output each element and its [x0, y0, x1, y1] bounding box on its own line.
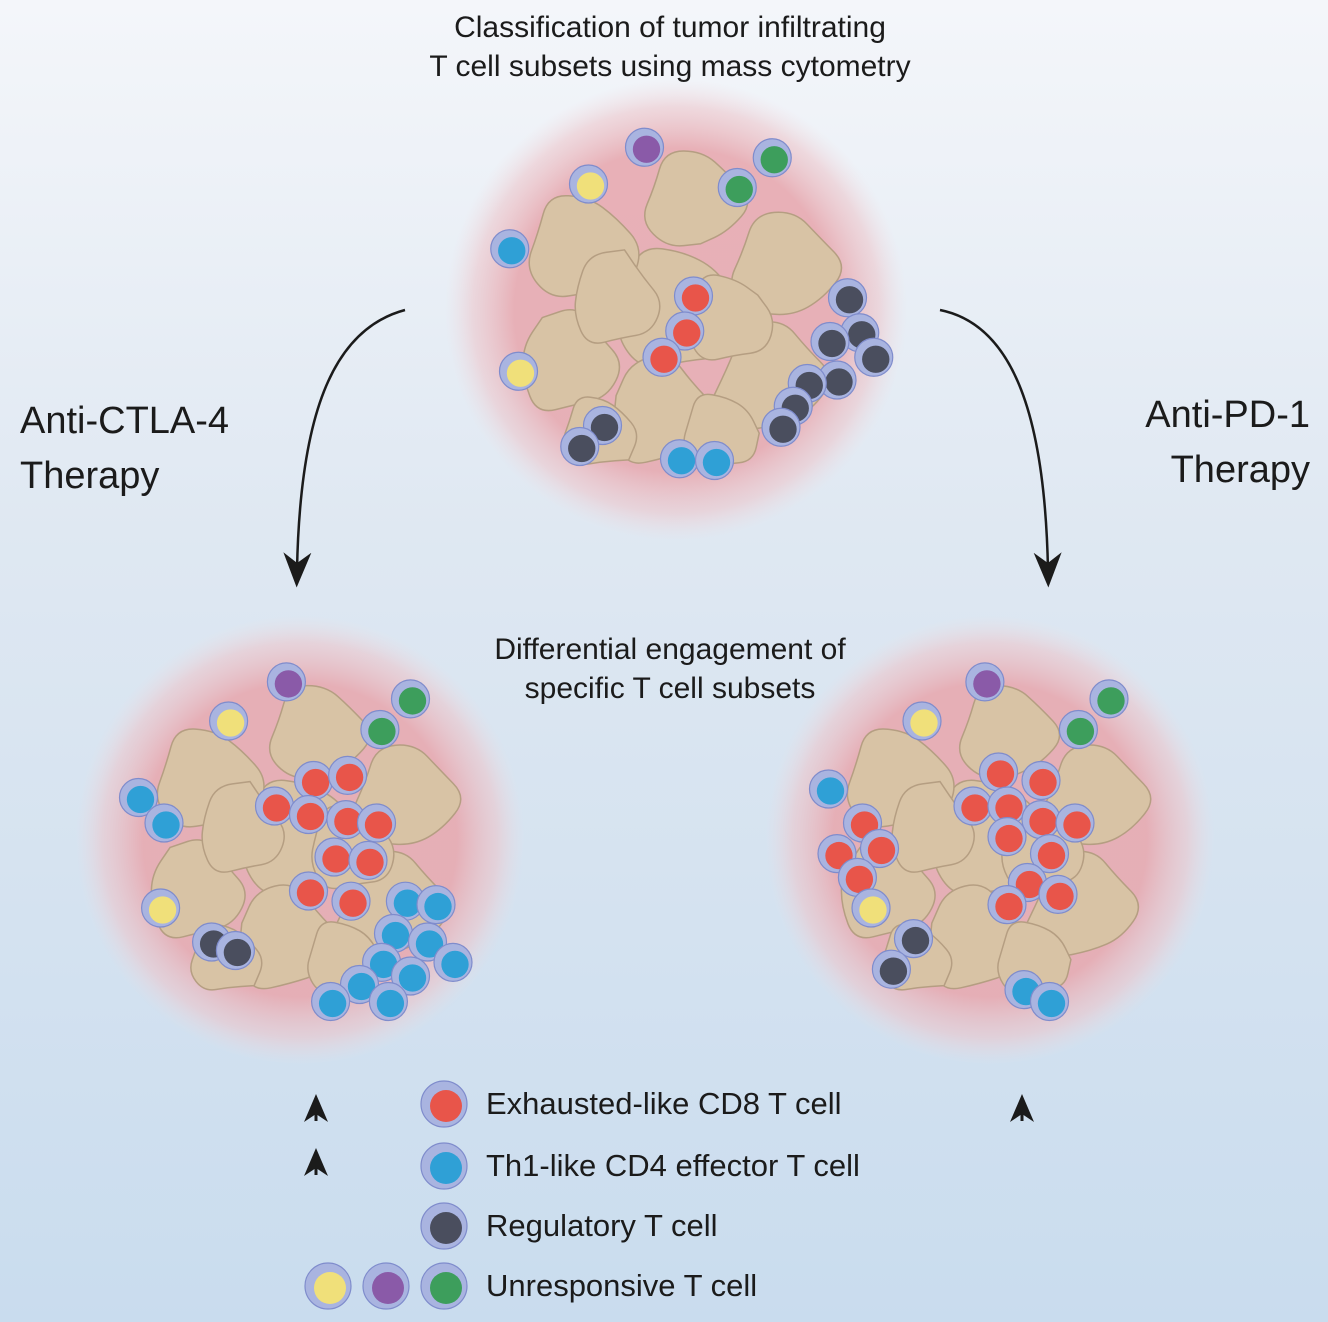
- exhausted-cd8-cell: [294, 760, 334, 801]
- legend-swatch: [420, 1262, 468, 1310]
- th1-cd4-cell: [433, 942, 473, 983]
- th1-cd4-cell: [694, 440, 735, 481]
- th1-cd4-cell: [368, 981, 408, 1022]
- unresponsive-cell-purple: [965, 662, 1005, 702]
- exhausted-cd8-cell: [1021, 799, 1061, 840]
- tumor-cell: [643, 150, 749, 247]
- exhausted-cd8-cell: [673, 276, 714, 316]
- exhausted-cd8-cell: [987, 816, 1027, 857]
- legend-label-exhausted-cd8: Exhausted-like CD8 T cell: [486, 1086, 842, 1121]
- increase-arrow-th1-left: [304, 1148, 328, 1176]
- top-caption: Classification of tumor infiltrating T c…: [429, 11, 911, 83]
- regulatory-t-cell: [893, 918, 934, 959]
- middle-caption: Differential engagement of specific T ce…: [494, 633, 846, 705]
- legend-swatches: [304, 1080, 468, 1310]
- th1-cd4-cell: [490, 229, 530, 269]
- unresponsive-cell-green: [1058, 709, 1099, 750]
- exhausted-cd8-cell: [328, 755, 368, 796]
- legend-swatch: [420, 1142, 468, 1190]
- exhausted-cd8-cell: [348, 840, 388, 881]
- regulatory-t-cell: [827, 278, 868, 318]
- th1-cd4-cell: [118, 777, 159, 818]
- tumor-cell: [574, 249, 661, 344]
- regulatory-t-cell: [871, 949, 912, 989]
- th1-cd4-cell: [385, 881, 425, 921]
- unresponsive-cell-green: [1089, 679, 1129, 719]
- unresponsive-cell-yellow: [209, 701, 249, 741]
- exhausted-cd8-cell: [331, 881, 371, 921]
- exhausted-cd8-cell: [1038, 874, 1078, 915]
- exhausted-cd8-cell: [288, 871, 329, 911]
- regulatory-t-cell: [560, 426, 600, 467]
- exhausted-cd8-cell: [288, 794, 329, 835]
- legend-swatch: [304, 1262, 352, 1310]
- legend-swatch: [420, 1202, 468, 1250]
- regulatory-t-cell: [215, 930, 255, 971]
- anti-pd1-therapy-label: Anti-PD-1 Therapy: [1145, 394, 1310, 492]
- th1-cd4-cell: [144, 803, 184, 843]
- th1-cd4-cell: [339, 964, 380, 1005]
- anti-ctla4-therapy-label: Anti-CTLA-4 Therapy: [20, 400, 230, 498]
- unresponsive-cell-yellow: [498, 351, 539, 391]
- exhausted-cd8-cell: [254, 786, 295, 826]
- exhausted-cd8-cell: [1029, 833, 1070, 874]
- legend-swatch: [362, 1262, 410, 1310]
- exhausted-cd8-cell: [665, 311, 705, 351]
- legend-label-regulatory: Regulatory T cell: [486, 1208, 718, 1243]
- exhausted-cd8-cell: [642, 337, 682, 377]
- exhausted-cd8-cell: [978, 752, 1019, 792]
- unresponsive-cell-purple: [266, 662, 306, 702]
- increase-arrow-cd8-left: [304, 1094, 328, 1122]
- exhausted-cd8-cell: [356, 803, 397, 843]
- th1-cd4-cell: [808, 769, 849, 809]
- arrow-to-pd1-tumor: [939, 308, 1062, 588]
- unresponsive-cell-purple: [624, 127, 665, 167]
- unresponsive-cell-yellow: [141, 888, 181, 928]
- regulatory-t-cell: [854, 337, 894, 377]
- exhausted-cd8-cell: [1055, 803, 1095, 843]
- regulatory-t-cell: [817, 360, 857, 400]
- exhausted-cd8-cell: [859, 828, 900, 869]
- regulatory-t-cell: [761, 407, 801, 447]
- th1-cd4-cell: [1029, 981, 1070, 1022]
- unresponsive-cell-green: [752, 138, 792, 178]
- th1-cd4-cell: [390, 956, 431, 996]
- increase-arrow-cd8-right: [1010, 1094, 1034, 1122]
- legend-swatch: [420, 1080, 468, 1128]
- exhausted-cd8-cell: [326, 799, 366, 840]
- exhausted-cd8-cell: [987, 884, 1027, 925]
- exhausted-cd8-cell: [953, 786, 993, 826]
- exhausted-cd8-cell: [314, 837, 354, 877]
- th1-cd4-cell: [659, 439, 700, 479]
- unresponsive-cell-yellow: [568, 164, 609, 204]
- th1-cd4-cell: [311, 981, 351, 1022]
- unresponsive-cell-green: [390, 679, 431, 719]
- regulatory-t-cell: [810, 321, 850, 362]
- exhausted-cd8-cell: [837, 857, 878, 898]
- unresponsive-cell-green: [717, 167, 757, 208]
- unresponsive-cell-yellow: [902, 701, 942, 741]
- exhausted-cd8-cell: [987, 786, 1027, 826]
- tumor-baseline: [445, 79, 907, 541]
- tumor-anti-pd1: [765, 615, 1215, 1065]
- legend-label-th1-cd4: Th1-like CD4 effector T cell: [486, 1148, 860, 1183]
- exhausted-cd8-cell: [1021, 760, 1061, 801]
- legend-label-unresponsive: Unresponsive T cell: [486, 1268, 758, 1303]
- tumor-anti-ctla4: [75, 615, 525, 1065]
- unresponsive-cell-yellow: [851, 888, 891, 928]
- unresponsive-cell-green: [360, 709, 400, 750]
- arrow-to-ctla4-tumor: [283, 308, 406, 588]
- th1-cd4-cell: [416, 884, 456, 925]
